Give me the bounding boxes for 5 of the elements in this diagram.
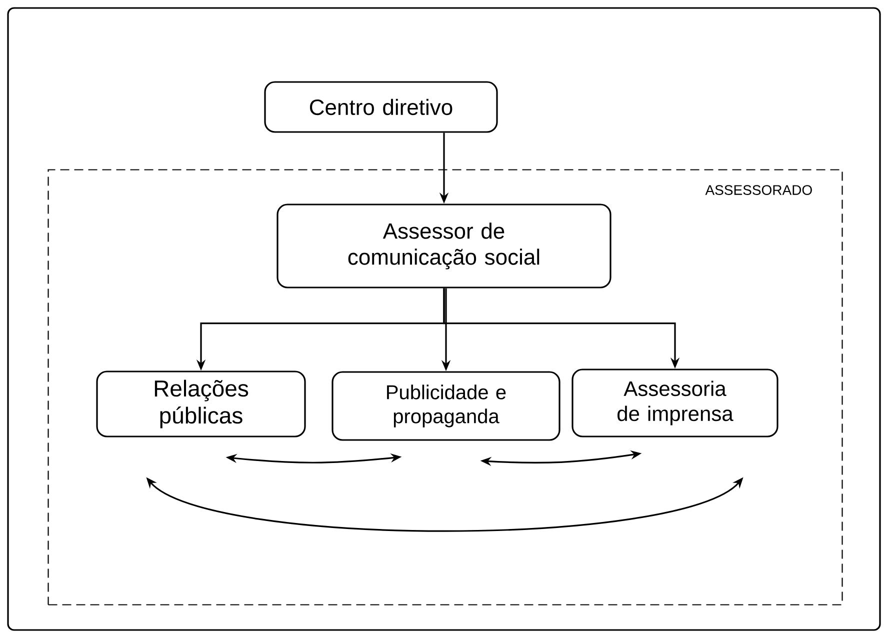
process-box: Assessoria de imprensa [572,368,778,438]
process-box: Centro diretivo [264,81,498,133]
process-box: Relações públicas [96,370,306,438]
process-box: Publicidade e propaganda [332,371,560,441]
process-box: Assessor de comunicação social [276,204,612,288]
